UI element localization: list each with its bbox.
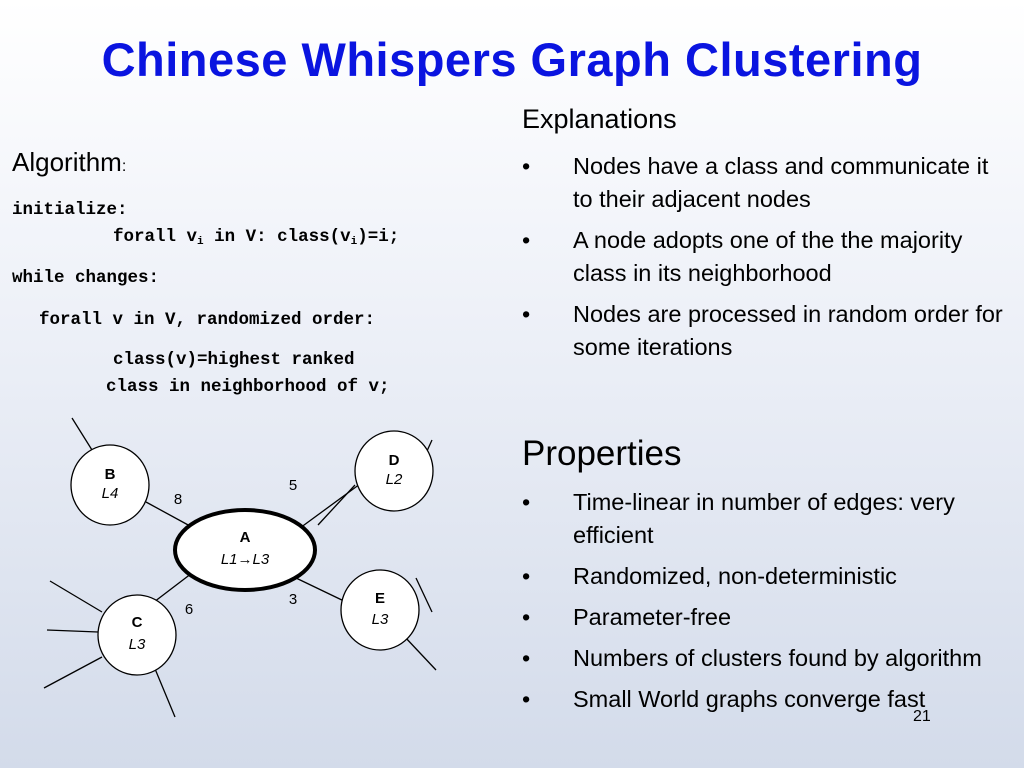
stub-edge [71,417,93,451]
code-line-initialize: initialize: [12,200,128,220]
explanations-list: • Nodes have a class and communicate it t… [522,150,1012,372]
code-line-while: while changes: [12,268,160,288]
bullet-icon: • [522,604,531,630]
slide-title: Chinese Whispers Graph Clustering [101,33,923,86]
edge-weight-ad: 5 [289,477,297,494]
page-number: 21 [913,708,931,725]
node-a-label: L1→L3 [221,551,270,568]
node-b-name: B [105,466,116,483]
list-item-text: Nodes are processed in random order for … [573,301,1003,360]
list-item: • Numbers of clusters found by algorithm [522,642,1012,675]
list-item: • Small World graphs converge fast [522,683,1012,716]
node-c-circle [97,594,177,676]
graph-edges [43,417,437,718]
stub-edge [403,635,437,671]
node-b-circle [70,444,150,526]
properties-heading: Properties [522,434,682,473]
code-line-forall-init: forall vi in V: class(vi)=i; [113,227,399,248]
bullet-icon: • [522,686,531,712]
node-a-name: A [240,529,251,546]
list-item-text: Time-linear in number of edges: very eff… [573,489,955,548]
bullet-icon: • [522,153,531,179]
node-c-label: L3 [129,636,146,653]
node-b-label: L4 [102,485,119,502]
node-e: E L3 [340,569,420,651]
list-item-text: Numbers of clusters found by algorithm [573,645,982,671]
node-d: D L2 [354,430,434,512]
list-item-text: Nodes have a class and communicate it to… [573,153,989,212]
code-subscript: i [197,236,204,248]
node-d-label: L2 [386,471,403,488]
list-item: • Nodes have a class and communicate it t… [522,150,1012,216]
edge-weight-ac: 6 [185,601,193,618]
edge-weight-ab: 8 [174,491,182,508]
code-subscript: i [350,236,358,248]
list-item: • Randomized, non-deterministic [522,560,1012,593]
explanations-heading: Explanations [522,104,677,134]
code-part: forall v [113,227,198,247]
stub-edge [49,580,103,613]
stub-edge [415,577,433,613]
code-line-class-neighborhood: class in neighborhood of v; [106,377,390,397]
stub-edge [43,656,103,689]
bullet-icon: • [522,227,531,253]
graph-diagram: 8 5 6 3 B L4 D L2 A L1→L3 E L3 C L3 [43,417,437,718]
node-e-circle [340,569,420,651]
properties-list: • Time-linear in number of edges: very ef… [522,486,1012,724]
edge-a-e [295,577,347,603]
stub-edge [46,629,99,633]
bullet-icon: • [522,301,531,327]
node-e-name: E [375,590,385,607]
bullet-icon: • [522,645,531,671]
node-a: A L1→L3 [173,508,317,592]
list-item-text: Randomized, non-deterministic [573,563,897,589]
code-line-class-assign: class(v)=highest ranked [113,350,355,370]
node-c-name: C [132,614,143,631]
bullet-icon: • [522,489,531,515]
list-item-text: A node adopts one of the the majority cl… [573,227,963,286]
bullet-icon: • [522,563,531,589]
edge-a-d [299,483,361,529]
list-item: • Time-linear in number of edges: very ef… [522,486,1012,552]
stub-edge [152,663,176,718]
list-item: • A node adopts one of the the majority c… [522,224,1012,290]
code-part: )=i; [357,227,400,247]
list-item: • Parameter-free [522,601,1012,634]
node-b: B L4 [70,444,150,526]
edge-weight-ae: 3 [289,591,297,608]
list-item-text: Small World graphs converge fast [573,686,926,712]
code-part: in V: class(v [203,227,351,247]
list-item: • Nodes are processed in random order for… [522,298,1012,364]
node-a-ellipse [173,508,317,592]
code-line-forall-random: forall v in V, randomized order: [39,310,376,330]
list-item-text: Parameter-free [573,604,732,630]
node-e-label: L3 [372,611,389,628]
edge-a-b [145,501,191,527]
algorithm-heading: Algorithm: [12,147,126,178]
algorithm-heading-colon: : [121,158,127,175]
node-d-circle [354,430,434,512]
algorithm-heading-text: Algorithm [12,147,122,177]
node-d-name: D [389,452,400,469]
node-c: C L3 [97,594,177,676]
